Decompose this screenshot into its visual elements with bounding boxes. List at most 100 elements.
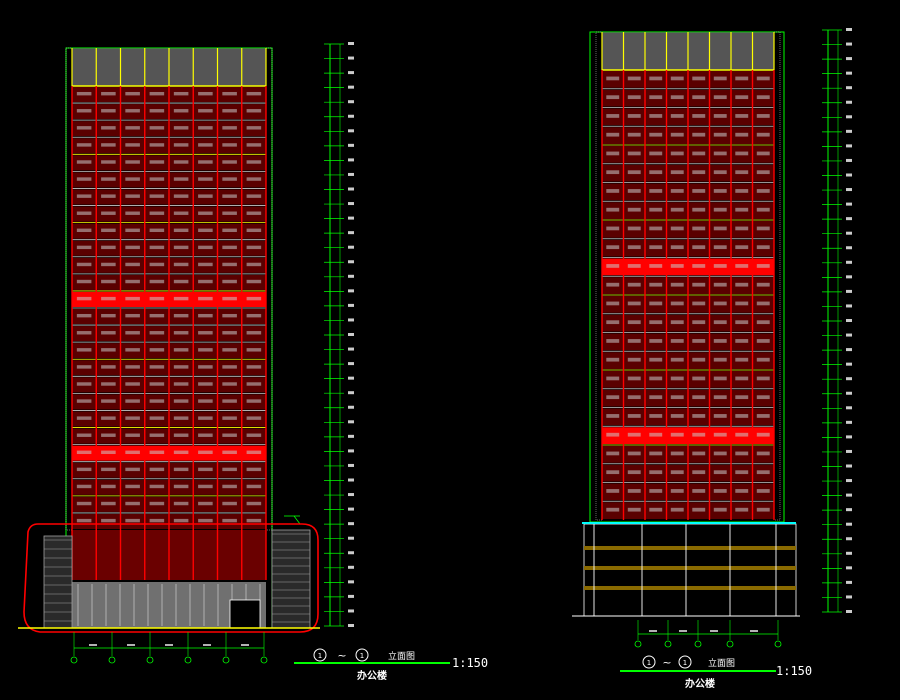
right-window-sill	[756, 489, 770, 493]
right-window-sill	[756, 414, 770, 418]
right-window-sill	[756, 151, 770, 156]
right-window-sill	[735, 189, 749, 193]
left-axis-bubble	[260, 656, 268, 664]
left-window-sill	[149, 143, 165, 147]
right-window-sill	[735, 451, 749, 456]
left-ladder-mark	[348, 143, 354, 147]
right-window-sill	[756, 132, 770, 137]
right-window-sill	[735, 151, 749, 156]
left-window-sill	[76, 228, 92, 233]
right-axis-dim-text	[710, 630, 718, 632]
left-window-sill	[149, 228, 165, 233]
right-window-sill	[756, 95, 770, 100]
right-window-sill	[692, 226, 706, 231]
right-window-sill	[606, 395, 620, 400]
left-window-sill	[125, 194, 140, 198]
left-ladder-mark	[348, 274, 354, 278]
right-window-sill	[670, 395, 684, 400]
left-window-sill	[76, 279, 92, 284]
left-podium-wing-right	[271, 529, 311, 629]
right-window-sill	[627, 114, 641, 118]
left-window-sill	[198, 177, 213, 181]
right-axis-dim-text	[679, 630, 687, 632]
right-window-sill	[649, 76, 663, 81]
left-window-sill	[76, 399, 92, 403]
left-axis-dim-text	[203, 644, 211, 646]
right-podium-slab	[584, 586, 796, 590]
right-axis-bubble	[634, 640, 642, 648]
right-window-sill	[735, 170, 749, 175]
left-window-sill	[246, 484, 262, 489]
left-window-sill	[149, 279, 165, 284]
left-window-sill	[246, 331, 262, 335]
right-window-sill	[649, 376, 663, 381]
left-window-sill	[149, 109, 165, 113]
right-window-sill	[606, 76, 620, 81]
right-window-sill	[649, 432, 663, 437]
right-ladder-mark	[846, 129, 852, 133]
right-window-sill	[713, 95, 727, 100]
right-window-sill	[670, 207, 684, 212]
left-window-sill	[149, 194, 165, 198]
left-ladder-mark	[348, 114, 354, 118]
left-window-sill	[246, 399, 262, 403]
right-window-sill	[649, 507, 663, 512]
right-window-sill	[627, 470, 641, 475]
left-window-sill	[149, 348, 165, 352]
left-scale-label: 1:150	[452, 656, 488, 670]
left-ladder-mark	[348, 172, 354, 176]
right-window-sill	[713, 207, 727, 212]
right-window-sill	[735, 489, 749, 493]
left-window-sill	[125, 484, 140, 489]
left-window-sill	[222, 126, 237, 130]
left-window-sill	[149, 467, 165, 472]
left-window-sill	[149, 211, 165, 215]
right-window-sill	[713, 507, 727, 512]
right-window-sill	[756, 432, 770, 437]
left-window-sill	[222, 501, 237, 506]
right-window-sill	[627, 320, 641, 325]
left-window-sill	[222, 416, 237, 420]
left-axis-to-circle	[355, 648, 369, 662]
left-window-sill	[125, 262, 140, 267]
left-window-sill	[198, 143, 213, 147]
left-window-sill	[101, 160, 116, 164]
left-window-sill	[222, 228, 237, 233]
left-window-sill	[125, 348, 140, 352]
right-ladder-mark	[846, 551, 852, 555]
left-ladder-mark	[348, 187, 354, 191]
left-title-block: 1 ~ 1 立面图 1:150 办公楼	[294, 648, 488, 682]
right-window-sill	[713, 264, 727, 268]
right-window-sill	[649, 245, 663, 250]
left-window-sill	[149, 296, 165, 301]
left-window-sill	[101, 348, 116, 352]
right-window-sill	[756, 114, 770, 118]
left-window-sill	[125, 177, 140, 181]
left-ladder-mark	[348, 260, 354, 264]
left-leader	[293, 515, 301, 525]
right-window-sill	[756, 264, 770, 268]
left-elevation-drawing	[18, 42, 354, 664]
left-facade	[65, 47, 273, 531]
left-window-sill	[101, 279, 116, 284]
left-ladder-mark	[348, 580, 354, 584]
right-window-sill	[735, 226, 749, 231]
left-window-sill	[76, 296, 92, 301]
left-window-sill	[101, 91, 116, 96]
right-window-sill	[649, 320, 663, 325]
left-window-sill	[222, 467, 237, 472]
right-ladder-mark	[846, 595, 852, 599]
left-window-sill	[101, 501, 116, 506]
left-window-sill	[173, 91, 189, 96]
left-window-sill	[222, 399, 237, 403]
right-window-sill	[627, 489, 641, 493]
right-window-sill	[735, 470, 749, 475]
left-window-sill	[222, 331, 237, 335]
left-window-sill	[173, 177, 189, 181]
right-axis-grid	[634, 620, 782, 648]
right-ladder-mark	[846, 188, 852, 192]
left-window-sill	[101, 109, 116, 113]
left-ladder-mark	[348, 463, 354, 467]
right-window-sill	[692, 507, 706, 512]
